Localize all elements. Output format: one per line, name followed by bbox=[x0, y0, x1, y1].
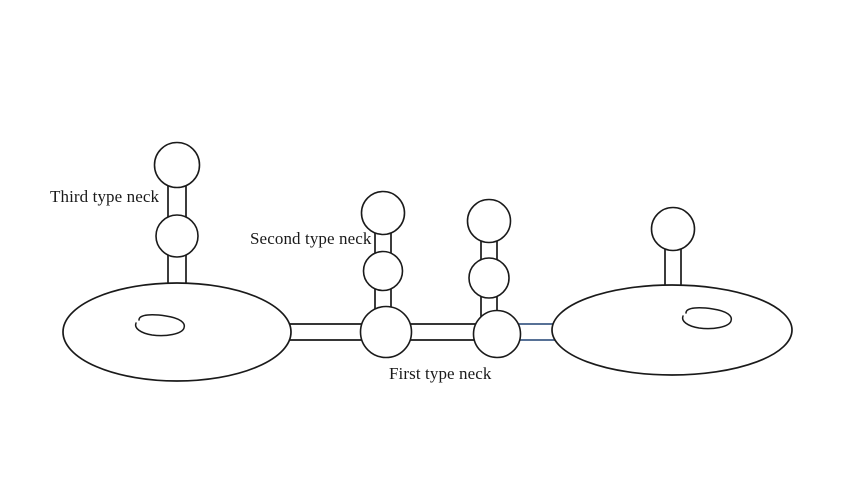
left-vesicle bbox=[62, 282, 292, 382]
third-type-neck-upper-tube bbox=[167, 185, 187, 219]
left-vesicle-pore bbox=[134, 314, 186, 337]
center-left-middle-bead bbox=[362, 250, 404, 292]
center-right-top-bead bbox=[466, 198, 512, 244]
first-type-neck-tube bbox=[398, 323, 488, 341]
right-vesicle-pore bbox=[681, 307, 733, 330]
center-left-top-bead bbox=[360, 190, 406, 236]
left-stack-middle-bead bbox=[155, 214, 199, 258]
center-right-base-bead bbox=[472, 309, 522, 359]
label-third-type-neck: Third type neck bbox=[50, 187, 160, 206]
right-vesicle bbox=[551, 284, 793, 376]
right-top-bead bbox=[650, 206, 696, 252]
center-right-middle-bead bbox=[468, 257, 510, 299]
label-second-type-neck: Second type neck bbox=[250, 229, 372, 248]
left-stack-top-bead bbox=[153, 141, 201, 189]
center-left-base-bead bbox=[359, 305, 413, 359]
right-vesicle-stalk-tube bbox=[664, 245, 682, 289]
label-first-type-neck: First type neck bbox=[389, 364, 492, 383]
